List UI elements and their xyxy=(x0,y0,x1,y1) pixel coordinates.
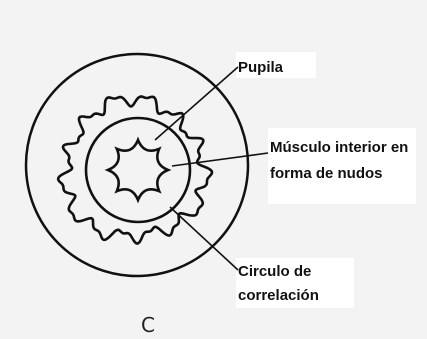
pupila-leader xyxy=(154,66,239,141)
pupila-label-bg xyxy=(236,52,316,78)
musculo-leader xyxy=(171,152,269,167)
outer-circle xyxy=(24,52,250,278)
musculo-label-line1: Músculo interior en xyxy=(270,139,408,156)
circulo-label-line2: correlación xyxy=(238,287,319,304)
circulo-label-bg xyxy=(236,258,354,308)
figure-letter: C xyxy=(141,313,155,337)
correlation-ring xyxy=(56,95,214,245)
musculo-label-line2: forma de nudos xyxy=(270,165,383,182)
pupil-shape xyxy=(104,136,172,204)
inner-muscle-circle xyxy=(84,116,192,224)
circulo-label-line1: Circulo de xyxy=(238,263,311,280)
musculo-label-bg xyxy=(268,128,416,204)
pupila-label: Pupila xyxy=(238,59,284,76)
circulo-leader xyxy=(169,206,239,271)
